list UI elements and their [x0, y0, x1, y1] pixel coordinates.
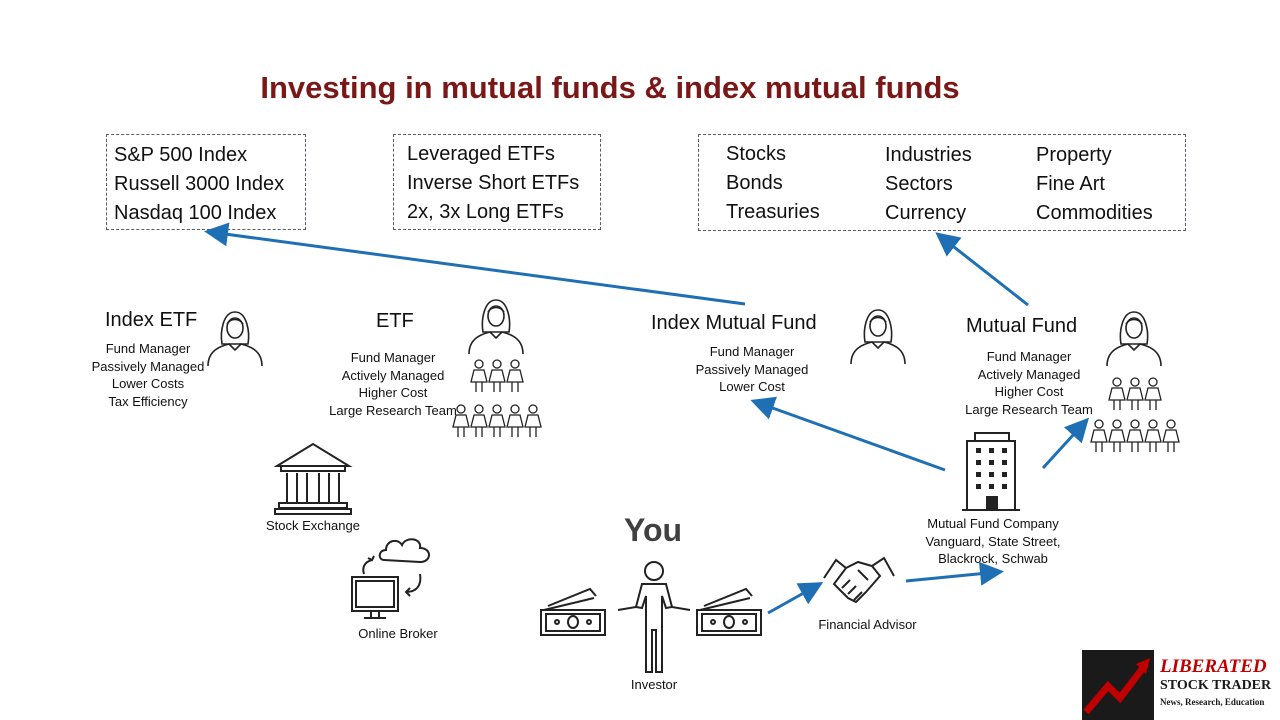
- arrow-mutual-fund-to-assets: [935, 232, 1029, 307]
- liberated-stock-trader-logo: [1082, 650, 1154, 720]
- asset-item: Property: [1036, 144, 1112, 166]
- index-item: Nasdaq 100 Index: [114, 202, 277, 224]
- woman-manager-icon: [850, 309, 906, 365]
- etf-type-item: 2x, 3x Long ETFs: [407, 201, 564, 223]
- you-label: You: [624, 512, 683, 548]
- etf-type-item: Leveraged ETFs: [407, 143, 555, 165]
- arrow-index-mutual-fund-to-indexes: [204, 222, 746, 306]
- etf-type-item: Inverse Short ETFs: [407, 172, 580, 194]
- asset-item: Sectors: [885, 173, 953, 195]
- arrow-company-to-mutual-fund-team: [1041, 417, 1090, 470]
- computer-cloud-icon: [351, 538, 430, 619]
- asset-item: Industries: [885, 144, 972, 166]
- index-etf-details: Fund Manager Passively Managed Lower Cos…: [91, 341, 205, 409]
- logo-text: LIBERATED STOCK TRADER News, Research, E…: [1160, 656, 1272, 708]
- mutual-fund-heading: Mutual Fund: [966, 315, 1078, 337]
- etf-details: Fund Manager Actively Managed Higher Cos…: [329, 350, 457, 418]
- index-list-box: S&P 500 Index Russell 3000 Index Nasdaq …: [106, 134, 306, 230]
- woman-manager-icon: [1106, 311, 1162, 367]
- arrow-company-to-index-mutual-fund: [750, 396, 946, 472]
- mutual-fund-details: Fund Manager Actively Managed Higher Cos…: [965, 349, 1093, 417]
- asset-item: Fine Art: [1036, 173, 1105, 195]
- handshake-icon: [823, 556, 895, 604]
- index-item: S&P 500 Index: [114, 144, 248, 166]
- woman-manager-icon: [468, 299, 524, 355]
- asset-item: Bonds: [726, 172, 783, 194]
- money-icon: [696, 587, 762, 636]
- online-broker-label: Online Broker: [358, 626, 438, 641]
- arrow-advisor-to-company: [905, 561, 1004, 586]
- money-icon: [540, 587, 606, 636]
- financial-advisor-label: Financial Advisor: [818, 617, 917, 632]
- mutual-fund-company-label: Mutual Fund Company Vanguard, State Stre…: [925, 516, 1061, 566]
- index-mutual-fund-heading: Index Mutual Fund: [651, 312, 817, 334]
- person-icon: [617, 561, 691, 673]
- index-item: Russell 3000 Index: [114, 173, 285, 195]
- team-icon: [1090, 377, 1180, 453]
- asset-item: Stocks: [726, 143, 787, 165]
- investor-label: Investor: [630, 677, 678, 692]
- office-building-icon: [962, 432, 1020, 511]
- stock-exchange-label: Stock Exchange: [266, 518, 360, 533]
- team-icon: [452, 359, 542, 438]
- asset-item: Treasuries: [726, 201, 820, 223]
- woman-manager-icon: [207, 311, 263, 367]
- bank-building-icon: [273, 442, 353, 515]
- page-title: Investing in mutual funds & index mutual…: [260, 70, 960, 105]
- index-etf-heading: Index ETF: [105, 309, 198, 331]
- arrow-investor-to-advisor: [767, 582, 824, 615]
- etf-types-box: Leveraged ETFs Inverse Short ETFs 2x, 3x…: [393, 134, 601, 230]
- asset-item: Currency: [885, 202, 967, 224]
- etf-heading: ETF: [376, 310, 414, 332]
- index-mutual-fund-details: Fund Manager Passively Managed Lower Cos…: [695, 344, 809, 394]
- asset-classes-box: Stocks Bonds Treasuries Industries Secto…: [698, 134, 1186, 231]
- asset-item: Commodities: [1036, 202, 1153, 224]
